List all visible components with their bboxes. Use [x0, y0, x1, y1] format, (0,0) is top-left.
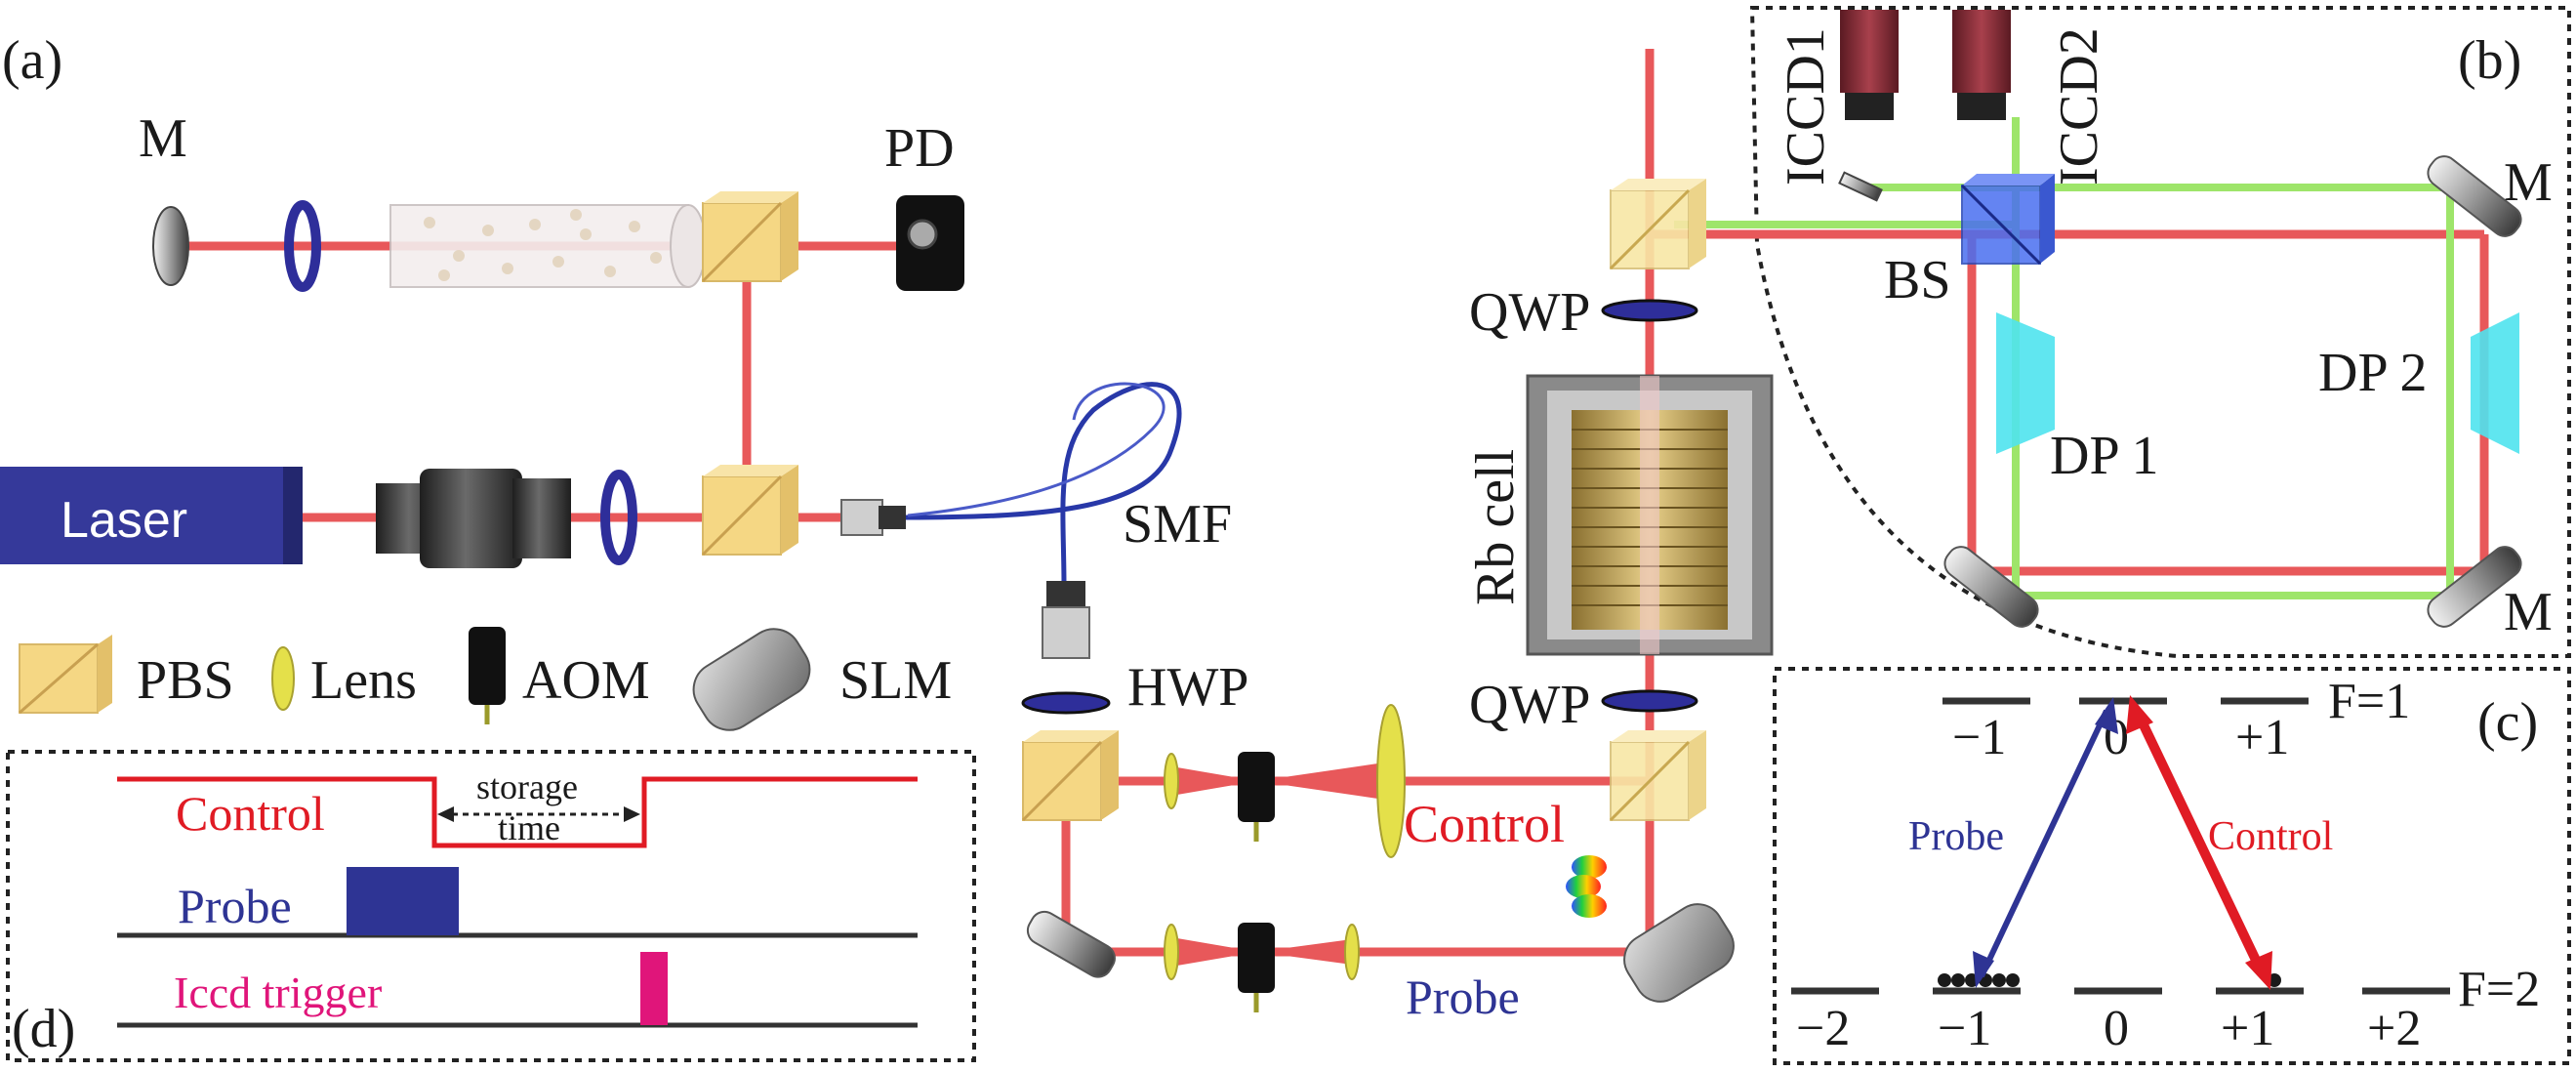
fiber-collimator: [1042, 581, 1090, 659]
dove-prism-1: [1996, 312, 2055, 454]
legend-slm-icon: [692, 628, 811, 731]
slm-pattern: [1566, 855, 1607, 918]
beam-focus-top: [1171, 762, 1391, 967]
iccd1-camera: [1840, 10, 1899, 120]
storage-arrow-left: [437, 806, 454, 822]
mirror-iccd1: [1838, 171, 1883, 202]
legend-pbs-icon: [19, 635, 112, 715]
panel-b-label: (b): [2458, 30, 2521, 91]
rb-cell-label: Rb cell: [1465, 449, 1526, 605]
hwp: [1021, 691, 1111, 715]
mirror-bottom-left: [1026, 910, 1116, 978]
panel-d-border: [6, 750, 976, 1062]
iccd2-camera: [1952, 10, 2011, 120]
iccd2-label: ICCD2: [2049, 27, 2109, 186]
dove-prism-2: [2471, 312, 2519, 454]
lens-3: [1164, 924, 1179, 980]
pbs-top: [701, 191, 798, 283]
laser: [0, 467, 303, 564]
probe-transition-arrow: [1973, 697, 2118, 988]
qwp-bottom-label: QWP: [1469, 675, 1590, 735]
legend-aom-icon: [469, 627, 506, 724]
mirror-b-top-label: M: [2504, 152, 2553, 213]
mirror-b-bottom-right: [2427, 546, 2522, 628]
lower-f-label: F=2: [2458, 962, 2540, 1017]
trigger-pulse: [640, 952, 668, 1025]
panel-d-label: (d): [12, 999, 75, 1059]
control-timing-label: Control: [176, 786, 325, 841]
beam-splitter: [1960, 174, 2055, 266]
panel-b-border: [1749, 6, 2571, 658]
pbs-right: [1609, 730, 1706, 822]
lens-4: [1344, 924, 1360, 980]
fiber-loop: [907, 382, 1165, 517]
lower-m-minus1: −1: [1938, 1001, 1991, 1056]
legend-slm-label: SLM: [839, 650, 952, 711]
laser-label: Laser: [61, 492, 187, 549]
mirror-left: [152, 206, 189, 286]
legend-aom-label: AOM: [522, 650, 650, 711]
lens-1: [1164, 753, 1179, 809]
qwp-top-label: QWP: [1469, 282, 1590, 343]
dp1-label: DP 1: [2050, 426, 2159, 486]
photodetector: [896, 195, 964, 291]
pd-label: PD: [884, 118, 955, 179]
upper-m-minus1: −1: [1952, 710, 2006, 765]
isolator: [376, 469, 571, 568]
lower-m-plus2: +2: [2367, 1001, 2421, 1056]
slm-device: [1623, 903, 1735, 1003]
waveplate-a: [284, 200, 321, 292]
lower-m-0: 0: [2104, 1001, 2129, 1056]
control-transition-arrow: [2126, 695, 2272, 990]
rb-cell: [1526, 374, 1774, 656]
fiber: [905, 382, 1182, 587]
mirror-b-bottom-left: [1943, 546, 2039, 628]
qwp-top: [1601, 299, 1698, 322]
population-dots: [1938, 973, 2281, 987]
waveplate-b: [600, 470, 637, 565]
dp2-label: DP 2: [2318, 343, 2428, 403]
probe-pulse: [347, 867, 459, 935]
aom-bottom: [1238, 923, 1275, 1012]
smf-label: SMF: [1123, 494, 1232, 555]
probe-timing-label: Probe: [178, 879, 292, 933]
lens-2: [1376, 704, 1406, 858]
upper-f-label: F=1: [2328, 674, 2410, 729]
storage-arrow-right: [624, 806, 640, 822]
mirror-b-bottom-label: M: [2504, 582, 2553, 642]
pbs-top-right: [1609, 179, 1706, 270]
pbs-bottom: [701, 465, 798, 557]
bs-label: BS: [1884, 250, 1951, 310]
probe-transition-label: Probe: [1908, 814, 2004, 859]
control-transition-label: Control: [2208, 814, 2333, 859]
trigger-timing-label: Iccd trigger: [174, 968, 382, 1017]
legend-lens-label: Lens: [310, 650, 417, 711]
mirror-b-top-right: [2427, 155, 2522, 237]
storage-text-1: storage: [476, 767, 578, 806]
aom-top: [1238, 752, 1275, 842]
panel-a-label: (a): [2, 30, 62, 91]
lower-m-minus2: −2: [1796, 1001, 1850, 1056]
lower-m-plus1: +1: [2221, 1001, 2274, 1056]
legend-pbs-label: PBS: [137, 650, 234, 711]
storage-text-2: time: [498, 808, 560, 847]
panel-c-label: (c): [2477, 692, 2538, 753]
control-beam-label: Control: [1404, 795, 1565, 853]
probe-beam-label: Probe: [1406, 969, 1520, 1024]
pbs-left: [1021, 730, 1119, 822]
vapor-cell: [389, 204, 707, 288]
panel-c-border: [1773, 667, 2571, 1065]
qwp-bottom: [1601, 689, 1698, 713]
control-timing-line: [117, 776, 918, 848]
fiber-coupler: [840, 499, 906, 536]
upper-m-plus1: +1: [2235, 710, 2289, 765]
hwp-label: HWP: [1127, 657, 1248, 718]
legend-lens-icon: [271, 646, 295, 711]
mirror-left-label: M: [139, 108, 187, 169]
iccd1-label: ICCD1: [1776, 27, 1836, 186]
